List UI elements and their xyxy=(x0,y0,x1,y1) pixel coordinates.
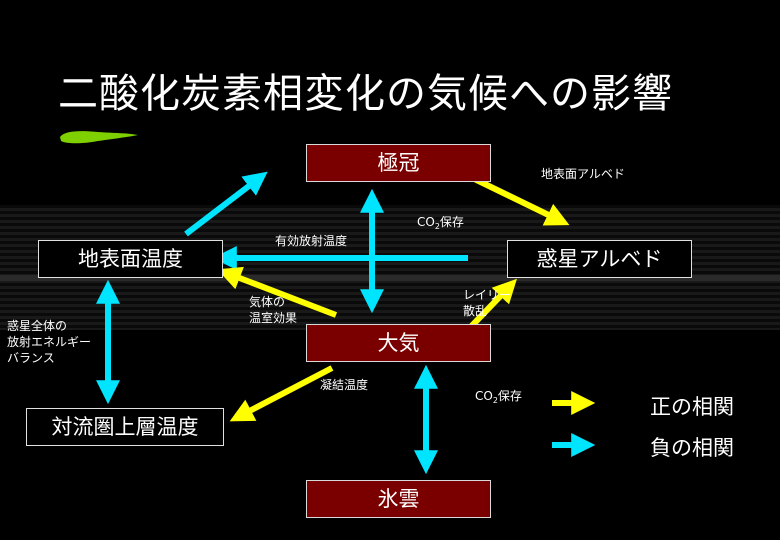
co2-text: CO xyxy=(417,215,435,229)
rayleigh-line-2: 散乱 xyxy=(463,304,488,318)
label-condensation-temperature: 凝結温度 xyxy=(320,378,369,392)
node-ice-cloud: 氷雲 xyxy=(306,480,491,518)
label-surface-albedo: 地表面アルベド xyxy=(541,167,625,181)
co2-subscript-lower: 2 xyxy=(492,396,498,405)
storage-text-lower: 保存 xyxy=(497,389,522,403)
arrow-condensation-temperature xyxy=(229,365,334,422)
brush-stroke-decoration xyxy=(60,131,138,144)
greenhouse-line-2: 温室効果 xyxy=(249,311,298,325)
label-co2-storage-upper: CO2保存 xyxy=(417,214,464,235)
node-troposphere-temperature: 対流圏上層温度 xyxy=(26,408,224,446)
energy-balance-line-2: 放射エネルギー xyxy=(7,335,92,349)
node-atmosphere: 大気 xyxy=(306,324,491,362)
legend-negative-label: 負の相関 xyxy=(650,436,734,460)
label-effective-temperature: 有効放射温度 xyxy=(275,234,348,248)
label-greenhouse-effect: 気体の 温室効果 xyxy=(249,294,297,326)
energy-balance-line-3: バランス xyxy=(7,351,55,365)
label-rayleigh-scattering: レイリー 散乱 xyxy=(463,287,511,319)
rayleigh-line-1: レイリー xyxy=(463,288,512,302)
co2-text-lower: CO xyxy=(475,389,493,403)
storage-text: 保存 xyxy=(439,215,464,229)
label-energy-balance: 惑星全体の 放射エネルギー バランス xyxy=(7,318,91,366)
label-co2-storage-lower: CO2保存 xyxy=(475,388,522,409)
greenhouse-line-1: 気体の xyxy=(249,295,286,309)
co2-subscript: 2 xyxy=(434,222,440,231)
slide-title: 二酸化炭素相変化の気候への影響 xyxy=(58,71,673,117)
legend-positive-label: 正の相関 xyxy=(650,395,734,419)
background-band-line xyxy=(0,275,780,281)
arrow-greenhouse-effect xyxy=(217,266,338,318)
node-surface-temperature: 地表面温度 xyxy=(38,240,223,278)
arrow-surface-to-polar-cap xyxy=(184,171,268,237)
energy-balance-line-1: 惑星全体の xyxy=(7,319,68,333)
node-polar-cap: 極冠 xyxy=(306,144,491,182)
node-planet-albedo: 惑星アルベド xyxy=(507,240,692,278)
